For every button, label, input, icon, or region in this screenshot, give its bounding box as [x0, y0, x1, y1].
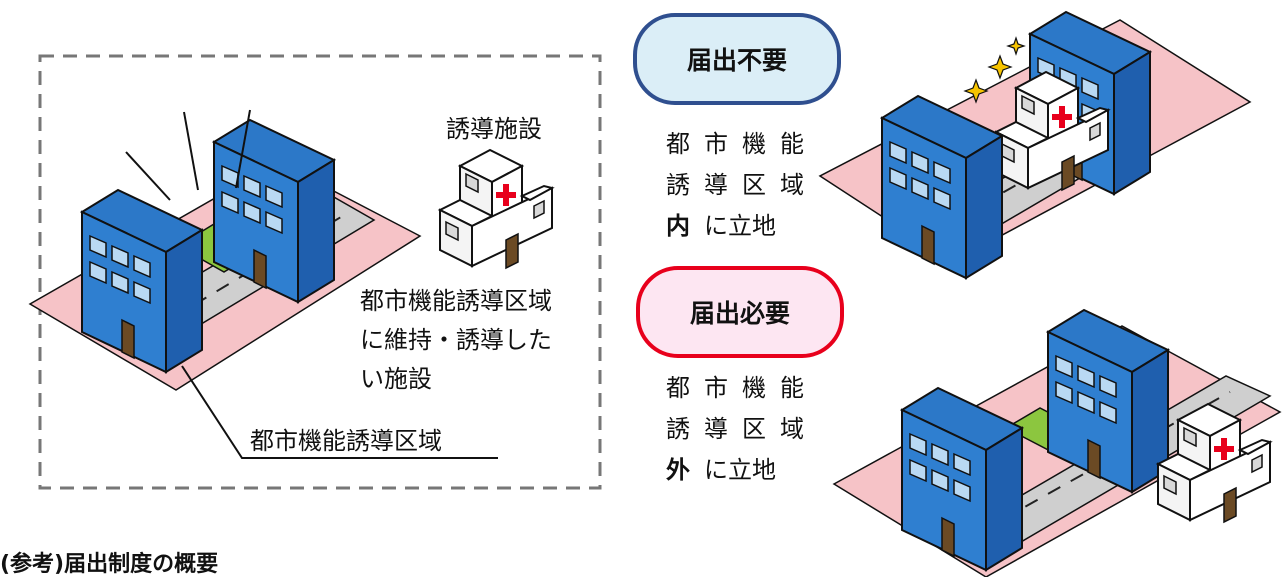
right-top-scene — [818, 11, 1252, 279]
left-scene — [28, 109, 553, 459]
facility-desc-line: 都市機能誘導区域 — [360, 287, 552, 315]
case-outside-description: 都市機能 誘導区域 外に立地 — [666, 368, 818, 491]
case-desc-line: 誘導区域 — [666, 171, 818, 199]
notification-required-badge: 届出必要 — [636, 266, 844, 358]
facility-description: 都市機能誘導区域 に維持・誘導した い施設 — [360, 282, 552, 399]
case-desc-line: 都市機能 — [666, 374, 818, 402]
zone-label: 都市機能誘導区域 — [250, 427, 442, 455]
facility-desc-line: い施設 — [360, 365, 432, 393]
location-emphasis: 外 — [666, 456, 704, 484]
case-desc-line: 都市機能 — [666, 130, 818, 158]
case-desc-line: 誘導区域 — [666, 415, 818, 443]
facility-title: 誘導施設 — [446, 115, 542, 143]
notification-not-required-badge: 届出不要 — [633, 13, 841, 105]
case-inside-description: 都市機能 誘導区域 内に立地 — [666, 124, 818, 247]
case-desc-location: 内に立地 — [666, 206, 818, 247]
cut-off-caption: (参考)届出制度の概要 — [0, 552, 219, 577]
location-emphasis: 内 — [666, 212, 704, 240]
case-desc-location: 外に立地 — [666, 450, 818, 491]
location-suffix: に立地 — [704, 456, 776, 484]
sparkle-icon — [963, 36, 1026, 104]
zone-definition-panel — [38, 54, 602, 490]
facility-desc-line: に維持・誘導した — [360, 326, 552, 354]
location-suffix: に立地 — [704, 212, 776, 240]
right-bottom-scene — [832, 309, 1282, 577]
zone-label-leader — [181, 365, 498, 459]
